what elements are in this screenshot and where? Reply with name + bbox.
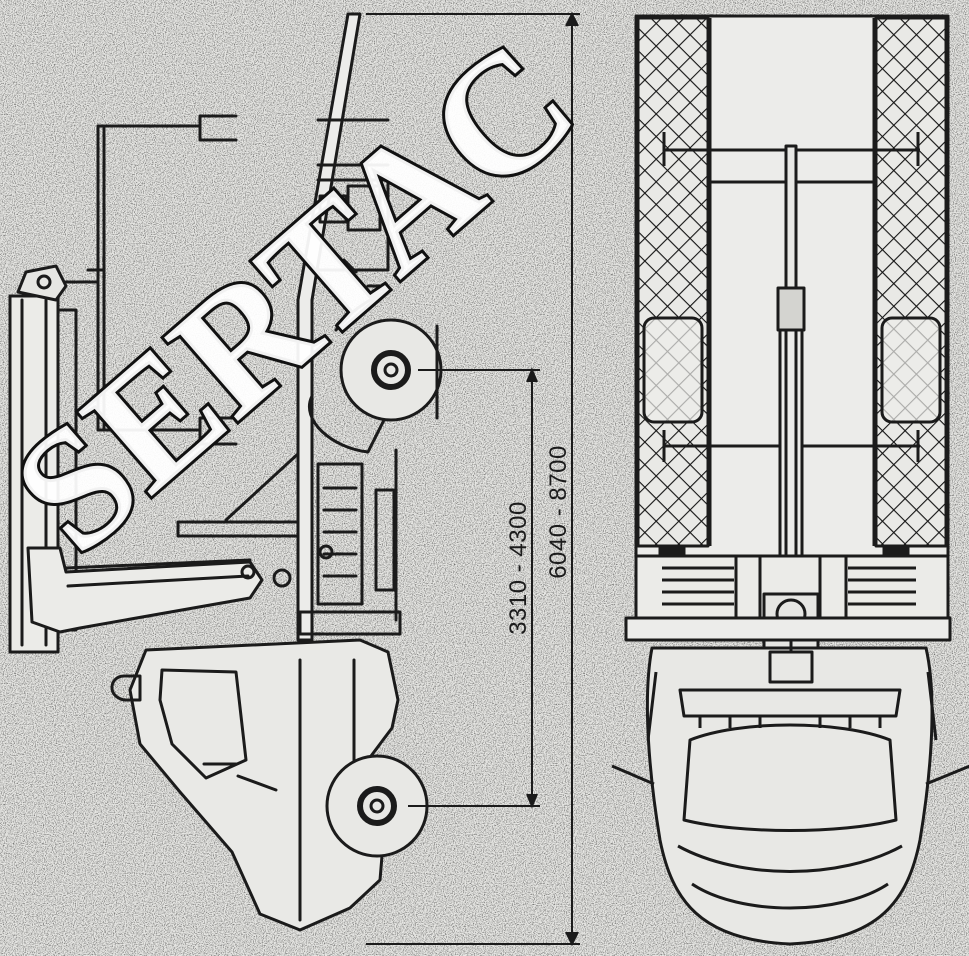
support-bracket <box>86 114 238 446</box>
side-view <box>8 12 443 932</box>
rear-wheel <box>339 318 443 422</box>
front-wheel <box>325 754 429 858</box>
rear-chassis <box>624 554 952 652</box>
cab-top <box>611 640 969 946</box>
mast-column <box>296 12 390 642</box>
right-mesh-rail <box>874 16 948 548</box>
top-view <box>611 14 969 946</box>
wheelbase-dimension-label: 3310 - 4300 <box>505 501 532 635</box>
left-mesh-rail <box>636 16 710 548</box>
boom-arm <box>26 450 304 634</box>
chassis-frame <box>298 394 402 636</box>
cab-side <box>110 638 400 932</box>
overall-length-dimension-label: 6040 - 8700 <box>545 445 572 579</box>
central-boom <box>776 144 806 608</box>
dimension-lines <box>366 11 580 947</box>
